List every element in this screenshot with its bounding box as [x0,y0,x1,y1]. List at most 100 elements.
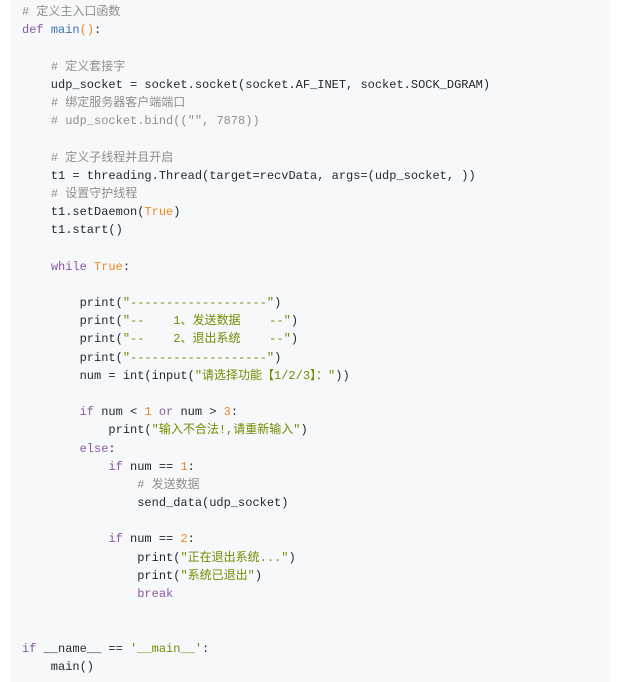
code-line: num = int(input("请选择功能【1/2/3】：")) [22,367,610,385]
code-token-plain: )) [335,368,350,383]
code-line: if num < 1 or num > 3: [22,403,610,421]
code-token-plain: : [122,259,131,274]
code-token-keyword: break [137,587,174,601]
code-token-plain: print( [22,568,181,583]
code-line: print("输入不合法!,请重新输入") [22,421,610,439]
code-token-plain [22,187,51,201]
code-line: print("-------------------") [22,349,610,367]
code-token-plain: t1.start() [22,223,123,238]
code-token-plain: num == [130,459,181,474]
code-token-plain [22,442,80,456]
code-token-keyword: if [108,532,131,547]
code-token-plain: udp_socket = socket.socket(socket.AF_INE… [22,77,491,92]
code-token-plain: num < [101,405,145,420]
code-token-plain: : [187,532,195,547]
code-token-plain: ) [274,296,282,310]
code-token-plain [22,260,51,274]
code-token-plain: : [94,23,102,38]
code-line [22,385,610,403]
code-token-string: "-------------------" [122,296,275,310]
code-line [22,621,610,639]
code-token-paren: () [79,23,95,38]
code-line: t1.setDaemon(True) [22,203,610,221]
code-token-plain [22,478,137,492]
code-token-builtin: main [50,23,80,38]
code-token-plain: print( [22,314,123,329]
code-token-string: "系统已退出" [180,568,255,583]
code-line [22,39,610,57]
code-token-plain [22,151,51,165]
code-line: t1 = threading.Thread(target=recvData, a… [22,167,610,185]
code-token-number: True [94,259,123,274]
code-line [22,130,610,148]
code-token-plain: main() [22,659,95,674]
code-line: # udp_socket.bind(("", 7878)) [22,112,610,130]
code-token-string: "正在退出系统..." [180,550,289,565]
code-block: # 定义主入口函数 def main(): # 定义套接字 udp_socket … [10,0,610,682]
code-token-plain: ) [300,423,308,438]
code-line: if num == 2: [22,530,610,548]
code-token-number: 1 [180,459,188,474]
code-token-keyword: if [79,405,102,420]
code-line: # 定义主入口函数 [22,3,610,21]
code-token-plain [22,96,51,110]
code-token-plain: num > [180,405,224,420]
code-token-comment: # 定义套接字 [50,59,126,74]
code-line: def main(): [22,21,610,39]
code-token-plain: send_data(udp_socket) [22,496,289,511]
code-token-plain: print( [22,550,181,565]
code-token-plain: num = int(input( [22,368,195,383]
code-token-plain: print( [22,350,123,365]
code-line: print("系统已退出") [22,567,610,585]
code-token-plain: : [202,641,210,656]
code-token-plain: t1.setDaemon( [22,205,145,220]
code-token-plain: ) [290,314,299,329]
code-token-comment: # 设置守护线程 [50,186,138,201]
code-token-plain [22,405,80,419]
code-token-plain: num == [130,532,181,547]
code-line: else: [22,440,610,458]
code-token-string: "请选择功能【1/2/3】：" [194,368,336,383]
code-token-comment: # 定义子线程并且开启 [50,150,174,165]
code-token-plain: ) [288,550,296,565]
code-token-plain: t1 = threading.Thread(target=recvData, a… [22,168,476,183]
code-line: send_data(udp_socket) [22,494,610,512]
code-token-number: 1 [144,405,159,420]
code-token-keyword: else [79,441,109,456]
code-line [22,603,610,621]
code-token-keyword: if [108,459,131,474]
code-token-plain: __name__ == [43,641,131,656]
code-token-plain: ) [290,332,299,347]
code-line: break [22,585,610,603]
code-line [22,276,610,294]
code-line: # 定义子线程并且开启 [22,149,610,167]
code-token-plain [22,587,137,601]
code-token-plain: : [108,441,116,456]
code-token-number: 3 [223,405,231,420]
code-line: if __name__ == '__main__': [22,640,610,658]
code-token-plain [22,460,108,474]
code-token-plain [22,60,51,74]
code-token-keyword: or [158,405,181,420]
code-token-plain: ) [274,350,282,365]
code-line: print("-- 2、退出系统 --") [22,330,610,348]
code-token-plain: ) [173,205,181,220]
code-token-plain: print( [22,332,123,347]
code-token-string: "-------------------" [122,350,275,365]
code-token-comment: # 定义主入口函数 [22,5,121,19]
code-token-string: "-- 1、发送数据 --" [122,314,291,329]
code-token-number: True [144,205,174,220]
code-token-keyword: if [22,641,44,656]
code-line: while True: [22,258,610,276]
code-line [22,239,610,257]
code-line: print("-- 1、发送数据 --") [22,312,610,330]
code-token-plain [22,532,108,546]
code-token-plain: print( [22,296,123,310]
code-token-string: '__main__' [130,641,203,656]
code-line: print("正在退出系统...") [22,549,610,567]
code-line: udp_socket = socket.socket(socket.AF_INE… [22,76,610,94]
code-token-plain: ) [254,568,263,583]
code-line [22,512,610,530]
code-line: # 定义套接字 [22,58,610,76]
code-line: # 发送数据 [22,476,610,494]
